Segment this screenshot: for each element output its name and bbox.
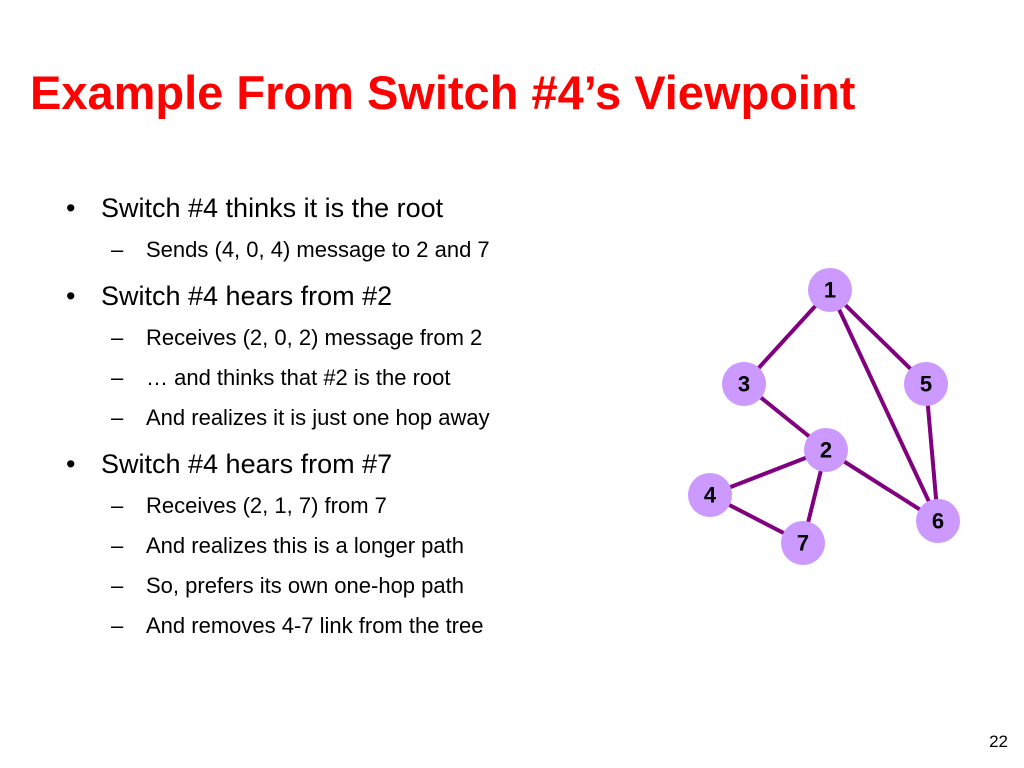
node-label: 5: [920, 372, 932, 397]
sub-bullet-text: Sends (4, 0, 4) message to 2 and 7: [146, 237, 490, 262]
edge-2-7: [801, 449, 828, 544]
sub-bullet-text: And removes 4-7 link from the tree: [146, 613, 484, 638]
edge-5-6: [924, 383, 940, 522]
sub-bullet-item: – So, prefers its own one-hop path: [111, 566, 626, 606]
node-label: 3: [738, 372, 750, 397]
bullet-text: Switch #4 thinks it is the root: [101, 193, 444, 223]
node-label: 4: [704, 483, 717, 508]
node-label: 6: [932, 509, 944, 534]
sub-bullet-item: – And realizes it is just one hop away: [111, 398, 626, 438]
page-number: 22: [989, 732, 1008, 751]
sub-bullet-text: … and thinks that #2 is the root: [146, 365, 451, 390]
node-label: 2: [820, 438, 832, 463]
node-circle: [688, 473, 732, 517]
switch-node-1: 1: [808, 268, 852, 312]
dash-marker: –: [111, 237, 124, 262]
bullet-text: Switch #4 hears from #7: [101, 449, 393, 479]
edge-1-5: [828, 288, 928, 386]
bullet-item: • Switch #4 thinks it is the root – Send…: [66, 186, 626, 270]
sub-bullet-item: – And removes 4-7 link from the tree: [111, 606, 626, 646]
switch-node-3: 3: [722, 362, 766, 406]
sub-bullet-list: – Sends (4, 0, 4) message to 2 and 7: [111, 230, 626, 270]
edge-4-7: [709, 493, 804, 545]
sub-bullet-item: – … and thinks that #2 is the root: [111, 358, 626, 398]
sub-bullet-list: – Receives (2, 0, 2) message from 2 – … …: [111, 318, 626, 438]
sub-bullet-text: Receives (2, 0, 2) message from 2: [146, 325, 483, 350]
dash-marker: –: [111, 573, 124, 598]
node-label: 1: [824, 278, 836, 303]
edge-1-6: [828, 289, 940, 522]
switch-node-2: 2: [804, 428, 848, 472]
sub-bullet-text: And realizes this is a longer path: [146, 533, 464, 558]
edge-1-3: [742, 288, 832, 386]
bullet-list: • Switch #4 thinks it is the root – Send…: [66, 186, 626, 650]
bullet-marker: •: [66, 449, 76, 479]
node-circle: [781, 521, 825, 565]
graph-nodes: 1 2 3 4 5 6 7: [688, 268, 960, 565]
node-label: 7: [797, 531, 809, 556]
sub-bullet-text: So, prefers its own one-hop path: [146, 573, 464, 598]
dash-marker: –: [111, 325, 124, 350]
edge-2-4: [709, 448, 827, 497]
bullet-item: • Switch #4 hears from #2 – Receives (2,…: [66, 274, 626, 438]
switch-node-7: 7: [781, 521, 825, 565]
sub-bullet-item: – Receives (2, 0, 2) message from 2: [111, 318, 626, 358]
switch-node-4: 4: [688, 473, 732, 517]
sub-bullet-text: Receives (2, 1, 7) from 7: [146, 493, 387, 518]
node-circle: [916, 499, 960, 543]
bullet-marker: •: [66, 281, 76, 311]
dash-marker: –: [111, 613, 124, 638]
node-circle: [804, 428, 848, 472]
dash-marker: –: [111, 533, 124, 558]
graph-edges: [709, 288, 940, 545]
dash-marker: –: [111, 493, 124, 518]
slide-title: Example From Switch #4’s Viewpoint: [30, 66, 856, 119]
sub-bullet-item: – And realizes this is a longer path: [111, 526, 626, 566]
bullet-text: Switch #4 hears from #2: [101, 281, 393, 311]
sub-bullet-list: – Receives (2, 1, 7) from 7 – And realiz…: [111, 486, 626, 646]
edge-3-2: [742, 382, 828, 452]
dash-marker: –: [111, 405, 124, 430]
node-circle: [904, 362, 948, 406]
bullet-item: • Switch #4 hears from #7 – Receives (2,…: [66, 442, 626, 646]
bullet-marker: •: [66, 193, 76, 223]
switch-node-6: 6: [916, 499, 960, 543]
dash-marker: –: [111, 365, 124, 390]
sub-bullet-text: And realizes it is just one hop away: [146, 405, 490, 430]
edge-2-6: [824, 448, 940, 523]
node-circle: [722, 362, 766, 406]
switch-node-5: 5: [904, 362, 948, 406]
node-circle: [808, 268, 852, 312]
sub-bullet-item: – Receives (2, 1, 7) from 7: [111, 486, 626, 526]
sub-bullet-item: – Sends (4, 0, 4) message to 2 and 7: [111, 230, 626, 270]
